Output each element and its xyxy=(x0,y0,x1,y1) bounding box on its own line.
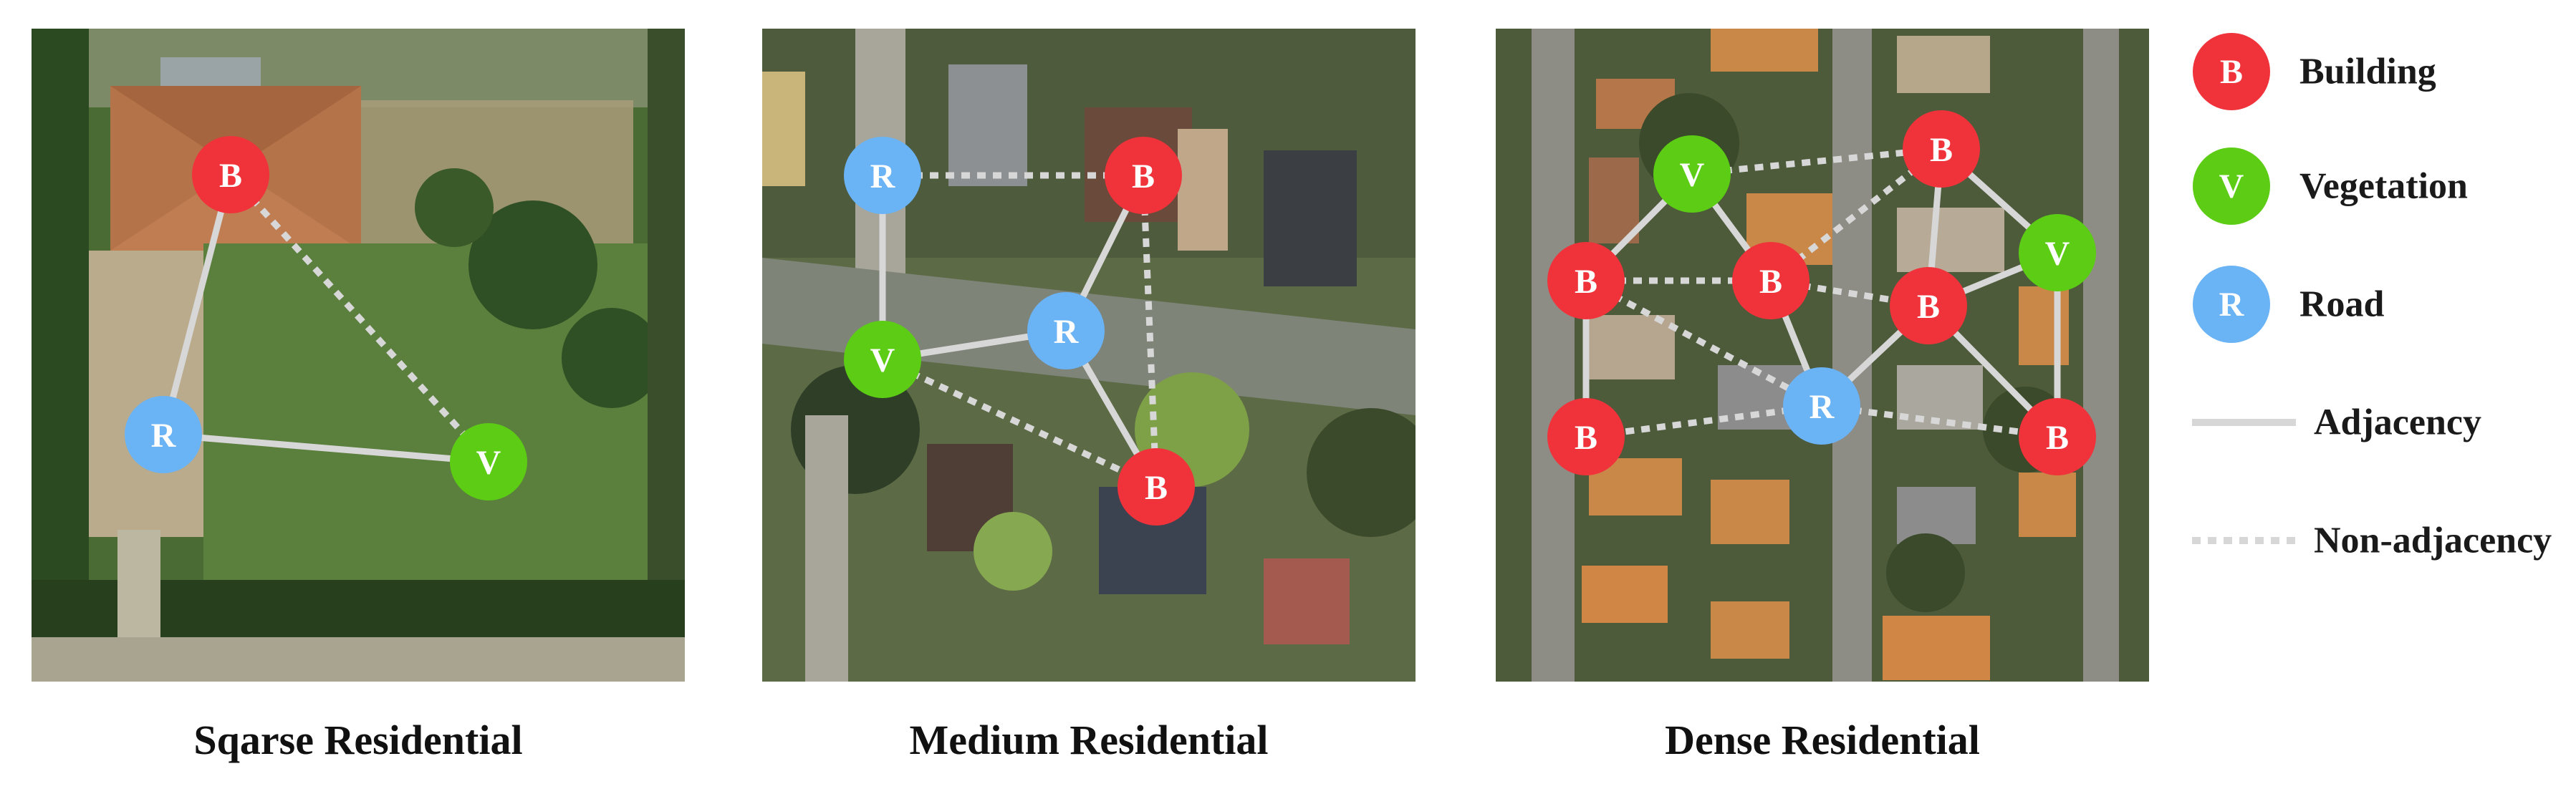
non-adjacency-edge-p2-15 xyxy=(1585,402,1822,440)
vegetation-node-p1-v1: V xyxy=(844,321,921,398)
legend-building-icon: B xyxy=(2193,33,2270,110)
panel-sparse-residential xyxy=(32,29,685,682)
legend-adjacency-line-icon xyxy=(2192,419,2296,426)
legend-building-label: Building xyxy=(2299,51,2436,92)
svg-text:R: R xyxy=(2219,286,2245,324)
legend-non-adjacency-line-icon xyxy=(2192,537,2296,544)
caption-medium: Medium Residential xyxy=(909,717,1269,763)
legend-adjacency-label: Adjacency xyxy=(2314,402,2481,443)
node-label: B xyxy=(1575,263,1597,301)
vegetation-node-p2-v1: V xyxy=(1653,135,1731,213)
legend-road-icon: R xyxy=(2193,266,2270,343)
node-label: B xyxy=(1132,158,1155,195)
road-node-p2-r1: R xyxy=(1783,367,1860,445)
caption-sparse: Sqarse Residential xyxy=(193,717,523,763)
node-label: R xyxy=(1810,388,1835,426)
adjacency-edge-p0-1 xyxy=(163,431,489,465)
node-label: V xyxy=(1680,156,1705,194)
node-label: R xyxy=(151,417,177,455)
node-label: B xyxy=(219,157,242,195)
legend-adjacency: Adjacency xyxy=(2192,383,2565,462)
node-label: V xyxy=(870,342,895,379)
node-label: R xyxy=(1054,313,1080,351)
legend-vegetation-icon: V xyxy=(2193,147,2270,225)
road-node-p0-r1: R xyxy=(125,396,202,473)
non-adjacency-edge-p2-0 xyxy=(1691,145,1942,178)
node-label: B xyxy=(1917,288,1940,326)
non-adjacency-edge-p1-6 xyxy=(881,356,1158,490)
building-node-p2-b3: B xyxy=(1732,242,1810,319)
caption-dense: Dense Residential xyxy=(1665,717,1980,763)
building-node-p2-b5: B xyxy=(1547,398,1625,475)
legend-road: R Road xyxy=(2192,265,2565,344)
building-node-p2-b1: B xyxy=(1903,110,1980,188)
building-node-p0-b1: B xyxy=(192,136,269,213)
node-label: B xyxy=(2046,419,2069,457)
adjacency-edge-p0-0 xyxy=(160,173,234,436)
node-label: B xyxy=(1145,469,1168,507)
legend-road-label: Road xyxy=(2299,284,2385,325)
legend-non-adjacency: Non-adjacency xyxy=(2192,501,2565,580)
non-adjacency-edge-p2-16 xyxy=(1821,402,2058,440)
building-node-p1-b1: B xyxy=(1105,137,1182,214)
node-label: R xyxy=(870,158,896,195)
node-label: B xyxy=(1930,131,1953,169)
legend-vegetation: V Vegetation xyxy=(2192,147,2565,226)
node-label: B xyxy=(1759,263,1782,301)
legend-vegetation-label: Vegetation xyxy=(2299,165,2468,207)
road-node-p1-r1: R xyxy=(844,137,921,214)
svg-text:B: B xyxy=(2220,53,2243,91)
aerial-image-dense xyxy=(1496,29,2149,682)
non-adjacency-edge-p0-2 xyxy=(228,172,491,465)
node-label: V xyxy=(476,444,501,482)
building-node-p2-b2: B xyxy=(1547,242,1625,319)
building-node-p2-b6: B xyxy=(2019,398,2096,475)
svg-text:V: V xyxy=(2219,168,2244,205)
node-label: V xyxy=(2045,235,2070,273)
non-adjacency-edge-p1-5 xyxy=(1140,175,1160,488)
node-label: B xyxy=(1575,419,1597,457)
non-adjacency-edge-p2-10 xyxy=(1584,278,1824,409)
road-node-p1-r2: R xyxy=(1027,292,1105,369)
building-node-p1-b2: B xyxy=(1118,448,1195,526)
legend-non-adjacency-label: Non-adjacency xyxy=(2314,520,2552,561)
panel-dense-residential xyxy=(1496,29,2149,682)
building-node-p2-b4: B xyxy=(1890,267,1967,344)
vegetation-node-p2-v2: V xyxy=(2019,214,2096,291)
aerial-image-sparse xyxy=(32,29,685,682)
vegetation-node-p0-v1: V xyxy=(450,423,527,500)
legend-building: B Building xyxy=(2192,32,2565,111)
